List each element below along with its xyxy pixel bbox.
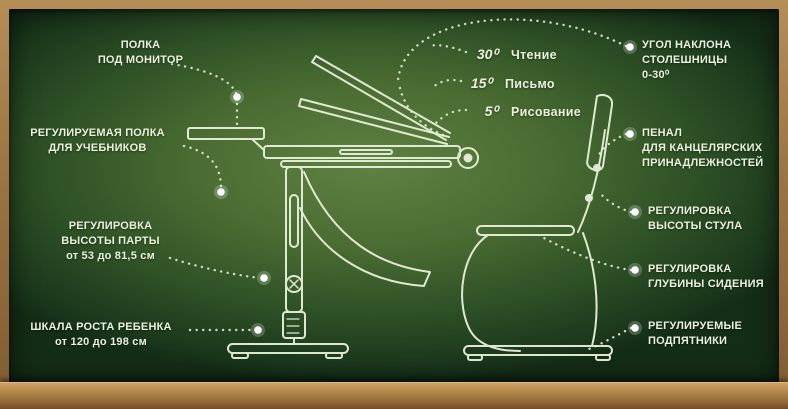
angle-value-reading: 30⁰ [476,46,498,62]
angle-row-writing: 15⁰ Письмо [462,75,555,92]
chalk-tray [0,382,788,409]
angle-row-drawing: 5⁰ Рисование [468,103,581,120]
label-tabletop-tilt-angle: УГОЛ НАКЛОНА СТОЛЕШНИЦЫ 0-30⁰ [642,39,732,81]
label-child-height-scale: ШКАЛА РОСТА РЕБЕНКА от 120 до 198 см [30,321,172,348]
label-desk-height-adjustment: РЕГУЛИРОВКА ВЫСОТЫ ПАРТЫ от 53 до 81,5 с… [61,220,160,262]
label-adjustable-footrests: РЕГУЛИРУЕМЫЕ ПОДПЯТНИКИ [648,320,742,347]
angle-label-writing: Письмо [505,77,555,91]
angle-value-drawing: 5⁰ [484,103,498,119]
angle-value-writing: 15⁰ [470,75,492,91]
label-chair-height-adjustment: РЕГУЛИРОВКА ВЫСОТЫ СТУЛА [648,205,743,232]
label-adjustable-book-shelf: РЕГУЛИРУЕМАЯ ПОЛКА ДЛЯ УЧЕБНИКОВ [30,127,165,154]
angle-label-reading: Чтение [511,48,557,62]
label-seat-depth-adjustment: РЕГУЛИРОВКА ГЛУБИНЫ СИДЕНИЯ [648,263,764,290]
label-pencil-case: ПЕНАЛ ДЛЯ КАНЦЕЛЯРСКИХ ПРИНАДЛЕЖНОСТЕЙ [642,127,764,169]
angle-label-drawing: Рисование [511,105,581,119]
label-monitor-shelf: ПОЛКА ПОД МОНИТОР [97,39,184,66]
angle-row-reading: 30⁰ Чтение [468,46,557,63]
